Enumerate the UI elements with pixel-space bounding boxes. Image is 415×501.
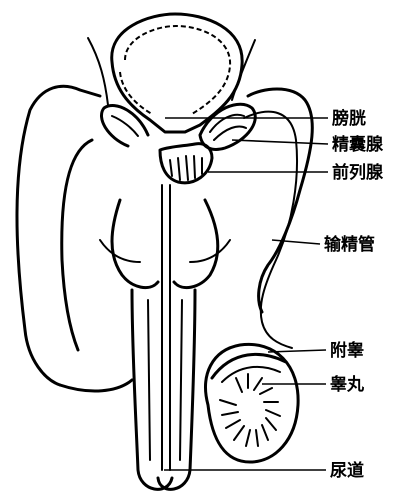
label-prostate: 前列腺 — [332, 162, 384, 183]
prostate-drawing — [160, 144, 212, 183]
penis-drawing — [100, 185, 230, 489]
label-seminal-vesicle: 精囊腺 — [332, 134, 384, 155]
leader-lines — [164, 118, 328, 470]
vas-deferens-drawing — [244, 112, 297, 348]
label-urethra: 尿道 — [330, 460, 364, 481]
testis-drawing — [206, 344, 299, 462]
leader-epididymis — [268, 350, 326, 352]
leader-seminal-vesicle — [232, 140, 328, 144]
label-epididymis: 附睾 — [330, 340, 364, 361]
leader-vas-deferens — [272, 240, 320, 244]
bladder-drawing — [88, 14, 255, 132]
seminal-vesicle-drawing — [101, 104, 255, 149]
label-testis: 睾丸 — [330, 374, 365, 395]
label-vas-deferens: 输精管 — [324, 234, 375, 255]
label-bladder: 膀胱 — [332, 108, 366, 129]
